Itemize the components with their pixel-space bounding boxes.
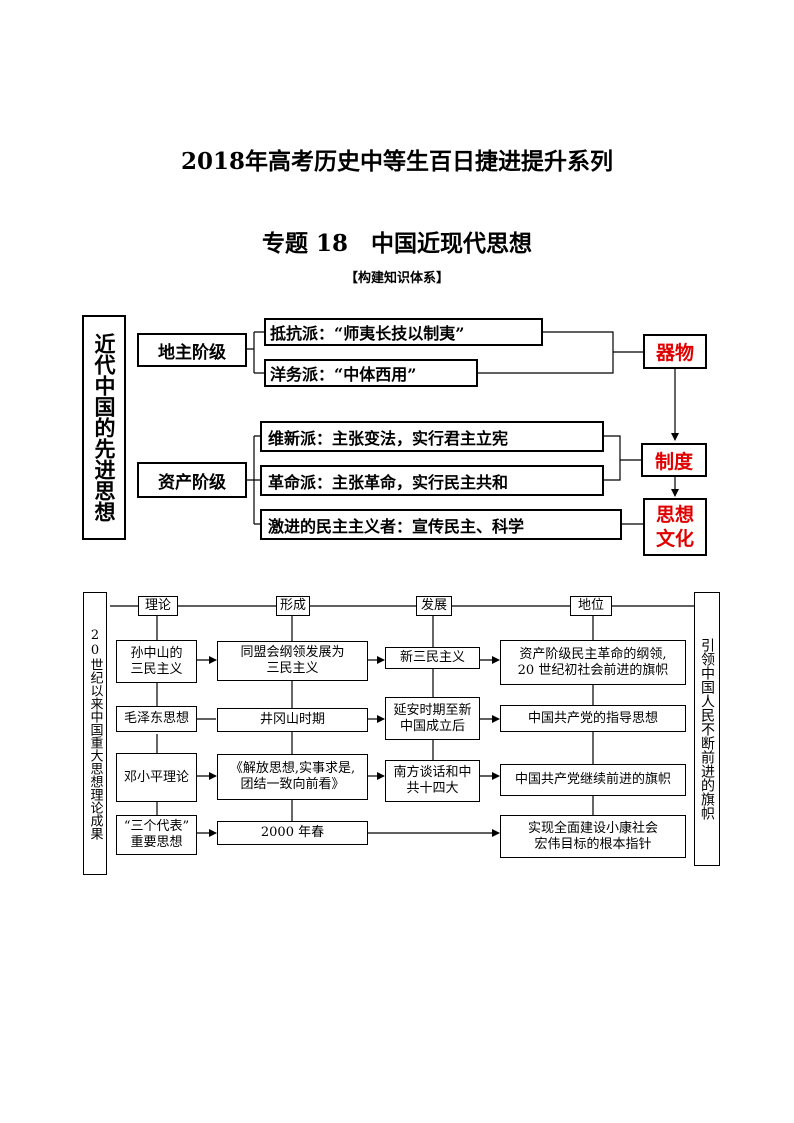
section-label: 【构建知识体系】 [344, 271, 449, 286]
reform-faction-box: 维新派：主张变法，实行君主立宪 [260, 421, 604, 452]
header-theory: 理论 [138, 596, 178, 616]
radical-democrats-box: 激进的民主主义者：宣传民主、科学 [260, 509, 622, 540]
development-row-3: 南方谈话和中 共十四大 [385, 760, 480, 802]
status-row-1: 资产阶级民主革命的纲领, 20 世纪初社会前进的旗帜 [500, 640, 686, 685]
status-row-3: 中国共产党继续前进的旗帜 [500, 764, 686, 796]
level-tools-box: 器物 [643, 334, 707, 369]
revolution-faction-box: 革命派：主张革命，实行民主共和 [260, 465, 604, 496]
formation-row-4: 2000 年春 [217, 821, 368, 845]
header-development: 发展 [416, 596, 452, 616]
series-title: 2018年高考历史中等生百日捷进提升系列 [180, 148, 613, 175]
bourgeois-class-box: 资产阶级 [137, 462, 247, 498]
level-system-box: 制度 [641, 443, 707, 477]
status-row-4: 实现全面建设小康社会 宏伟目标的根本指针 [500, 815, 686, 858]
header-status: 地位 [570, 596, 612, 616]
westernization-faction-box: 洋务派：“中体西用” [264, 359, 478, 387]
level-culture-line-1: 思想 [655, 504, 694, 526]
status-row-2: 中国共产党的指导思想 [500, 705, 686, 732]
modern-thought-side-label: 近代中国的先进思想 [82, 315, 126, 540]
development-row-1: 新三民主义 [385, 647, 480, 669]
formation-row-2: 井冈山时期 [217, 708, 368, 732]
theory-sun-yatsen: 孙中山的 三民主义 [116, 640, 197, 683]
formation-row-1: 同盟会纲领发展为 三民主义 [217, 641, 368, 681]
theory-deng-xiaoping: 邓小平理论 [116, 753, 197, 802]
formation-row-3: 《解放思想,实事求是, 团结一致向前看》 [217, 754, 368, 800]
development-row-2: 延安时期至新 中国成立后 [385, 697, 480, 740]
theory-three-represents: “三个代表” 重要思想 [116, 815, 197, 855]
level-culture-line-2: 文化 [655, 528, 694, 550]
topic-title: 专题 18 中国近现代思想 [261, 230, 532, 257]
theory-mao-zedong: 毛泽东思想 [116, 706, 197, 732]
theory-achievements-left-label: 20世纪以来中国重大思想理论成果 [83, 592, 107, 875]
banner-right-label: 引领中国人民不断前进的旗帜 [694, 592, 720, 866]
header-formation: 形成 [276, 596, 310, 616]
landlord-class-box: 地主阶级 [137, 333, 247, 367]
resistance-faction-box: 抵抗派：“师夷长技以制夷” [264, 318, 543, 346]
level-culture-box: 思想 文化 [643, 498, 707, 556]
